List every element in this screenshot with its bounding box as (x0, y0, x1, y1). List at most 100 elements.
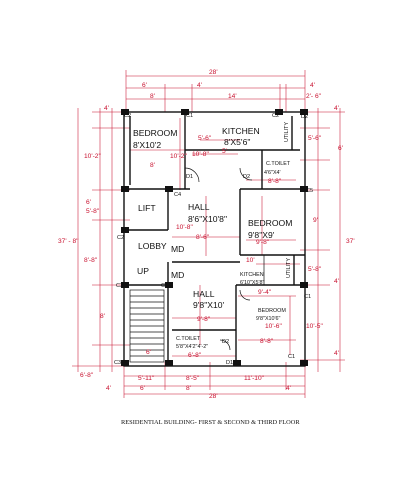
room-size-ctoilet-2: 5'8"X4'2"4'-2" (176, 344, 208, 350)
dim-10-6: 10'-6" (265, 323, 282, 330)
dim-right-4: 4' (334, 105, 339, 112)
dim-left-4: 4' (104, 105, 109, 112)
dim-right-5-6: 5'-6" (308, 135, 322, 142)
staircase (129, 289, 165, 363)
dim-left-6-8: 6'-8" (80, 372, 94, 379)
room-size-bedroom-1: 8'X10'2 (133, 140, 161, 150)
tag-c3: C3 (116, 283, 123, 289)
column-marker (233, 360, 241, 366)
column-marker (181, 109, 189, 115)
dim-bottom-4-right: 4' (286, 385, 291, 392)
column-marker (121, 109, 129, 115)
room-size-kitchen-1: 8'X5'6" (224, 137, 250, 147)
column-marker (300, 360, 308, 366)
dim-left-total: 37' - 8" (58, 238, 79, 245)
walls (123, 111, 306, 367)
tag-c2: C2 (117, 235, 124, 241)
dim-8-8: 8'-8" (268, 178, 282, 185)
dim-8-8c: 8'-8" (260, 338, 274, 345)
dim-bottom-4: 4' (106, 385, 111, 392)
dimension-lines (72, 70, 345, 398)
room-name-utility-1: UTILITY (284, 122, 290, 142)
dim-right-10-5: 10'-5" (306, 323, 323, 330)
dim-5-6: 5'-6" (198, 135, 212, 142)
dim-top-4-right: 4' (310, 82, 315, 89)
column-marker (121, 282, 129, 288)
room-name-hall-2: HALL (193, 289, 215, 299)
column-marker (121, 360, 129, 366)
column-marker (121, 227, 129, 233)
tag-c1: C1 (186, 113, 193, 119)
dim-top-6: 6' (142, 82, 147, 89)
drawing-caption: RESIDENTIAL BUILDING- FIRST & SECOND & T… (121, 419, 300, 426)
column-marker (300, 186, 308, 192)
dim-10-2: 10'-2" (170, 153, 187, 160)
column-tags: C2 C1 C2 D2 D1 D2 C5 C4 C2 C3 C1 C1 C1 D… (114, 113, 313, 366)
room-name-bedroom-3: BEDROOM (258, 308, 286, 314)
dim-left-8-8: 8'-8" (84, 257, 98, 264)
dim-10-8b: 10'-8" (176, 224, 193, 231)
dim-right-4b: 4' (334, 278, 339, 285)
room-name-lobby: LOBBY (138, 241, 167, 251)
column-marker (165, 186, 173, 192)
dim-9-8b: 9'-8" (197, 316, 211, 323)
room-name-lift: LIFT (138, 203, 156, 213)
tag-c1: C1 (304, 294, 311, 300)
tag-c2: C2 (124, 113, 131, 119)
room-labels: BEDROOM 8'X10'2 KITCHEN 8'X5'6" UTILITY … (133, 122, 292, 350)
dim-bottom-8-5: 8'-5" (186, 375, 200, 382)
tag-d1: D1 (186, 174, 193, 180)
room-name-utility-2: UTILITY (286, 258, 292, 278)
room-size-bedroom-3: 9'8"X10'6" (256, 316, 281, 322)
tag-c2: C2 (272, 113, 279, 119)
dim-left-5-8: 5'-8" (86, 208, 100, 215)
dim-right-total: 37' (346, 238, 355, 245)
room-size-bedroom-2: 9'8"X9' (248, 230, 275, 240)
tag-c5: C5 (306, 188, 313, 194)
dim-6: 6' (146, 349, 151, 356)
dim-top-total: 28' (209, 69, 218, 76)
dimension-texts: 28' 6' 4' 4' 8' 14' 2'- 6" 4' 10'-2" 6' … (58, 69, 355, 400)
dim-10: 10' (246, 257, 255, 264)
tag-d2: D2 (222, 339, 229, 345)
dim-right-5-8: 5'-8" (308, 266, 322, 273)
dim-8: 8' (150, 162, 155, 169)
dim-top-4: 4' (197, 82, 202, 89)
dim-left-6: 6' (86, 199, 91, 206)
dim-bottom-total: 28' (209, 393, 218, 400)
dim-top-2-6: 2'- 6" (306, 93, 322, 100)
tag-c1: C1 (288, 354, 295, 360)
room-name-bedroom-2: BEDROOM (248, 218, 292, 228)
column-marker (121, 186, 129, 192)
structural-columns (121, 109, 308, 366)
door-swings (184, 167, 253, 351)
dim-9-4: 9'-4" (258, 289, 272, 296)
room-size-kitchen-2: 6'10"X5'8" (240, 280, 265, 286)
dim-top-8: 8' (150, 93, 155, 100)
dim-left-10-2: 10'-2" (84, 153, 101, 160)
label-md-1: MD (171, 244, 184, 254)
dim-top-14: 14' (228, 93, 237, 100)
room-name-bedroom-1: BEDROOM (133, 128, 177, 138)
room-size-hall-1: 8'6"X10'8" (188, 214, 227, 224)
tag-c1: C1 (161, 283, 168, 289)
dim-right-4c: 4' (334, 350, 339, 357)
room-name-ctoilet-2: C.TOILET (176, 336, 201, 342)
dim-bottom-8: 8' (186, 385, 191, 392)
tag-c3: C3 (114, 360, 121, 366)
room-name-kitchen-2: KITCHEN (240, 272, 264, 278)
label-md-2: MD (171, 270, 184, 280)
column-marker (275, 109, 283, 115)
room-size-ctoilet-1: 4'6"X4' (264, 170, 281, 176)
room-name-ctoilet-1: C.TOILET (266, 161, 291, 167)
column-marker (300, 109, 308, 115)
dim-bottom-5-11: 5'-11" (138, 375, 155, 382)
dim-right-9: 9' (313, 217, 318, 224)
dim-5: 5' (222, 148, 227, 155)
column-marker (165, 282, 173, 288)
dim-9-8: 9'-8" (256, 239, 270, 246)
dim-6-8: 6'-8" (188, 352, 202, 359)
tag-d2: D2 (301, 114, 308, 120)
room-name-kitchen-1: KITCHEN (222, 126, 260, 136)
